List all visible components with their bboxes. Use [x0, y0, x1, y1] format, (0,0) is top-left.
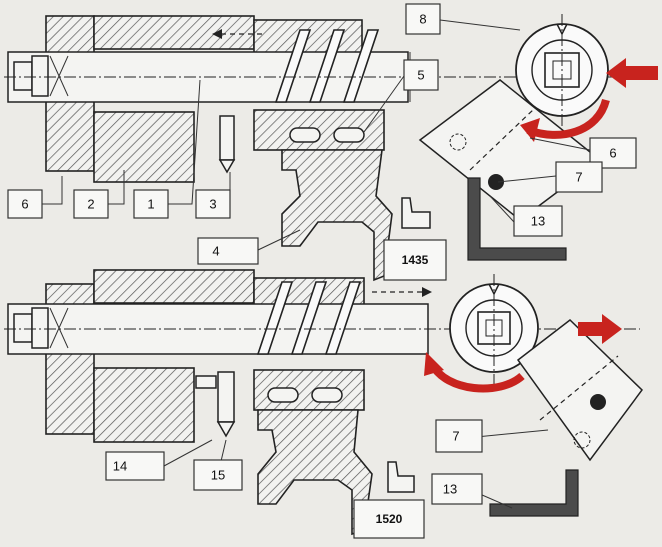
- angle-part-13-top: [467, 177, 567, 261]
- callout-14: 14: [105, 451, 165, 481]
- svg-text:7: 7: [452, 429, 459, 444]
- end-view-top: [418, 14, 658, 261]
- push-arrow-body-top: [622, 66, 658, 80]
- spring-coils-top: [274, 29, 380, 103]
- gauge-label-top: 1435: [383, 239, 447, 281]
- rollers-bottom: [267, 387, 343, 403]
- locking-pin-3: [219, 115, 235, 161]
- arm-hidden-line-top: [469, 107, 536, 171]
- svg-text:8: 8: [419, 12, 426, 27]
- arm-hidden-line-bottom: [539, 355, 619, 421]
- svg-text:7: 7: [575, 170, 582, 185]
- arm-hole-top: [449, 133, 467, 151]
- wheel-part-4-top: [281, 149, 393, 282]
- svg-text:1: 1: [147, 197, 154, 212]
- callout-5: 5: [403, 59, 439, 91]
- callout-13-top: 13: [513, 205, 563, 237]
- pivot-dot-top: [488, 174, 504, 190]
- callout-7-bottom: 7: [435, 419, 483, 453]
- cross-mark-top: [49, 55, 69, 97]
- callout-15: 15: [193, 459, 243, 491]
- callout-1: 1: [133, 189, 169, 219]
- body-bottom: [93, 367, 195, 443]
- drum-notch-bottom: [488, 283, 500, 296]
- rotation-arrow-head-bottom: [424, 352, 444, 376]
- hub-upper-top: [93, 15, 255, 50]
- end-view-bottom: [424, 274, 643, 517]
- rotation-arrow-bottom: [428, 361, 525, 393]
- svg-text:14: 14: [113, 459, 127, 474]
- callout-13-bottom: 13: [431, 473, 483, 505]
- spring-coils-bottom: [256, 281, 362, 355]
- pin-tip-top: [218, 159, 236, 174]
- svg-text:1435: 1435: [402, 253, 429, 267]
- locking-pin-15: [217, 371, 235, 423]
- gauge-label-bottom: 1520: [353, 499, 425, 539]
- shift-arrow-head-top: [212, 29, 222, 39]
- svg-text:5: 5: [417, 68, 424, 83]
- push-arrow-head-bottom: [602, 314, 622, 344]
- rotation-arrow-head-top: [520, 118, 540, 142]
- callout-4: 4: [197, 237, 259, 265]
- bottom-assembly: [4, 269, 640, 536]
- arm-block-bottom: [516, 319, 643, 462]
- arm-hole-bottom: [573, 431, 591, 449]
- callout-2: 2: [73, 189, 109, 219]
- angle-part-13-bottom: [489, 469, 579, 517]
- svg-text:3: 3: [209, 197, 216, 212]
- svg-text:15: 15: [211, 468, 225, 483]
- push-arrow-head-top: [606, 58, 626, 88]
- svg-text:6: 6: [21, 197, 28, 212]
- rollers-top: [289, 127, 365, 143]
- callout-8: 8: [405, 3, 441, 35]
- shift-arrow-head-bottom: [422, 287, 432, 297]
- wheel-hub-lower-top: [253, 109, 385, 151]
- washer-bottom: [31, 307, 49, 349]
- svg-text:6: 6: [609, 146, 616, 161]
- body-part-2-top: [93, 111, 195, 183]
- axle-shaft-bottom: [7, 303, 429, 355]
- callout-3: 3: [195, 189, 231, 219]
- stop-part-14: [195, 375, 217, 389]
- callout-6-left: 6: [7, 189, 43, 219]
- svg-text:13: 13: [531, 214, 545, 229]
- pin-tip-bottom: [216, 421, 236, 438]
- svg-text:4: 4: [212, 244, 219, 259]
- pivot-dot-bottom: [590, 394, 606, 410]
- push-arrow-body-bottom: [578, 322, 606, 336]
- nut-bottom: [13, 313, 33, 343]
- callout-7-top: 7: [555, 161, 603, 193]
- cross-mark-bottom: [49, 307, 69, 349]
- svg-text:13: 13: [443, 482, 457, 497]
- rail-stub-top: [401, 197, 431, 229]
- hub-upper-bottom: [93, 269, 255, 304]
- rail-stub-bottom: [387, 461, 415, 493]
- nut-top: [13, 61, 33, 91]
- svg-text:2: 2: [87, 197, 94, 212]
- svg-text:1520: 1520: [376, 512, 403, 526]
- rotation-arrow-top: [526, 98, 610, 139]
- wheel-bottom: [257, 409, 373, 536]
- top-assembly: [4, 15, 640, 282]
- drum-notch-top: [556, 23, 568, 36]
- washer-top: [31, 55, 49, 97]
